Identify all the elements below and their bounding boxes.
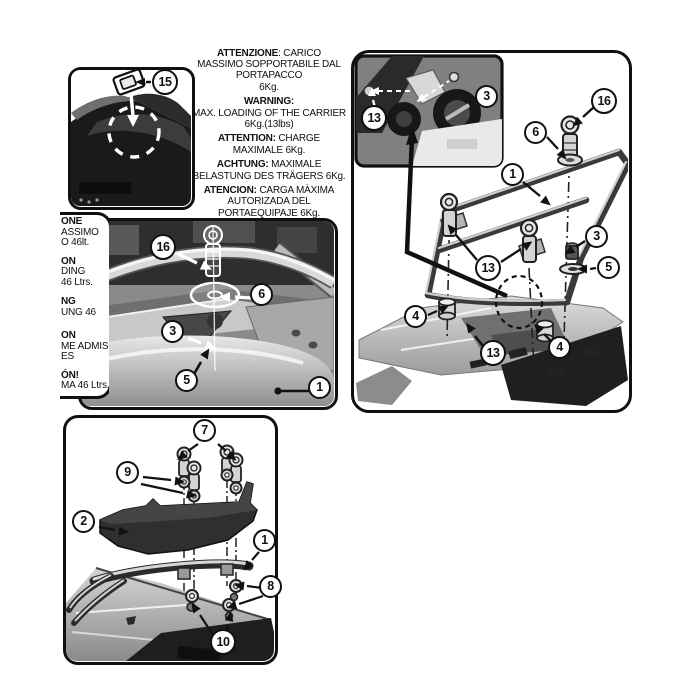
warning-es: ATENCION: CARGA MÀXIMA AUTORIZADA DEL PO… <box>203 185 335 219</box>
exploded-view-bottom-panel <box>63 415 278 665</box>
callout-part-16: 16 <box>591 88 617 114</box>
callout-part-10: 10 <box>210 629 236 655</box>
callout-part-5: 5 <box>597 256 620 279</box>
callout-part-9: 9 <box>116 461 139 484</box>
callout-part-15: 15 <box>152 69 178 95</box>
sticker-location-photo <box>71 70 191 206</box>
screw-13-glyph <box>439 192 539 263</box>
washer-9-glyph <box>177 468 243 503</box>
callout-part-3: 3 <box>585 225 608 248</box>
callout-part-5: 5 <box>175 369 198 392</box>
callout-part-3: 3 <box>475 85 498 108</box>
warning-fr: ATTENTION: CHARGE MAXIMALE 6Kg. <box>218 133 320 156</box>
nut-10-glyph <box>185 589 199 612</box>
washer-6-glyph <box>557 153 583 167</box>
volume-note-panel: ONE ASSIMO O 46lt. ON DING 46 Ltrs. NG U… <box>60 212 109 399</box>
callout-part-13: 13 <box>475 255 501 281</box>
callout-part-4: 4 <box>548 336 571 359</box>
callout-part-1: 1 <box>253 529 276 552</box>
callout-part-2: 2 <box>72 510 95 533</box>
warning-de: ACHTUNG: MAXIMALE BELASTUNG DES TRÄGERS … <box>192 159 346 182</box>
callout-part-13: 13 <box>480 340 506 366</box>
callout-part-6: 6 <box>250 283 273 306</box>
sticker-icon <box>112 70 146 96</box>
callout-part-4: 4 <box>404 305 427 328</box>
callout-part-3: 3 <box>161 320 184 343</box>
volume-note-border: ONE ASSIMO O 46lt. ON DING 46 Ltrs. NG U… <box>60 212 109 399</box>
max-load-warning-text: ATTENZIONE: CARICO MASSIMO SOPPORTABILE … <box>183 48 355 222</box>
plate-exploded-illustration <box>66 443 274 661</box>
callout-part-13: 13 <box>361 105 387 131</box>
warning-en: WARNING: MAX. LOADING OF THE CARRIER 6Kg… <box>192 96 346 130</box>
warning-it: ATTENZIONE: CARICO MASSIMO SOPPORTABILE … <box>197 48 341 93</box>
mount-detail-photo <box>81 221 334 406</box>
volume-note-text: ONE ASSIMO O 46lt. ON DING 46 Ltrs. NG U… <box>61 216 109 391</box>
callout-part-1: 1 <box>308 376 331 399</box>
callout-part-6: 6 <box>524 121 547 144</box>
mount-detail-photo-panel <box>78 218 338 410</box>
callout-part-16: 16 <box>150 234 176 260</box>
callout-part-8: 8 <box>259 575 282 598</box>
callout-part-7: 7 <box>193 419 216 442</box>
callout-part-1: 1 <box>501 163 524 186</box>
rack-glyph <box>66 559 254 626</box>
plate-2-glyph <box>99 481 258 555</box>
